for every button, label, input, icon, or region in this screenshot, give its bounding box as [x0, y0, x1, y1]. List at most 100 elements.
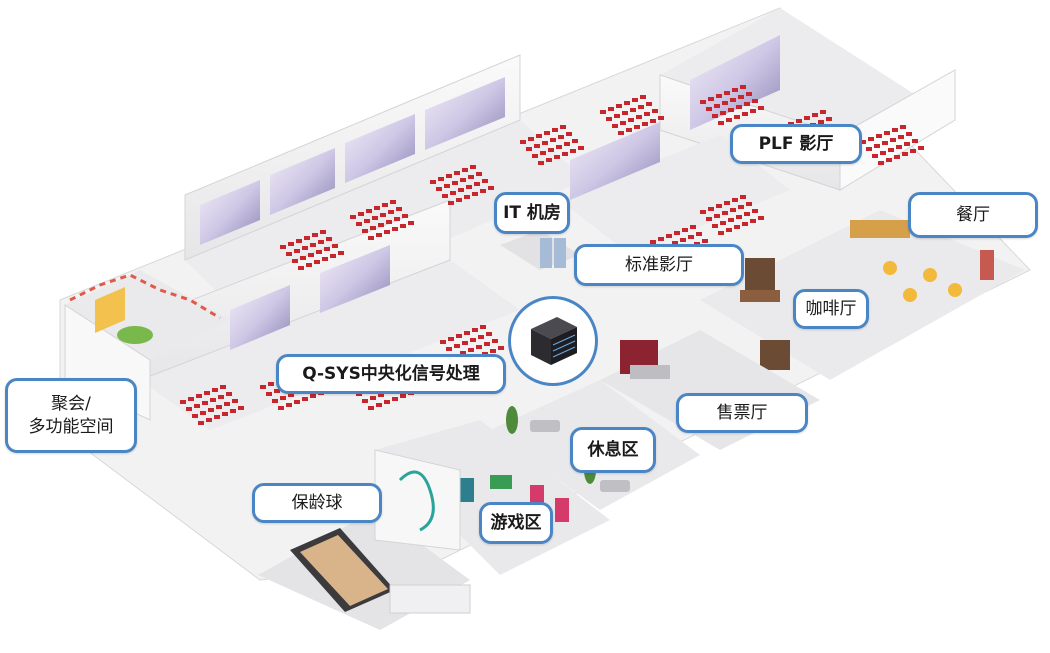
seat	[720, 221, 726, 225]
seat	[722, 101, 728, 105]
seat	[332, 244, 338, 248]
seat	[624, 101, 630, 105]
seat	[452, 181, 458, 185]
seat	[272, 399, 278, 403]
seat	[392, 397, 398, 401]
seat	[472, 328, 478, 332]
seat	[280, 245, 286, 249]
seat	[796, 119, 802, 123]
seat	[898, 135, 904, 139]
seat	[750, 219, 756, 223]
seat	[896, 145, 902, 149]
q-sys-core-node	[508, 296, 598, 386]
seat	[384, 230, 390, 234]
seat	[458, 188, 464, 192]
seat	[616, 104, 622, 108]
seat	[280, 396, 286, 400]
seat	[636, 115, 642, 119]
seat	[910, 149, 916, 153]
seat	[726, 118, 732, 122]
seat	[358, 212, 364, 216]
seat	[382, 203, 388, 207]
seat	[198, 421, 204, 425]
seat	[310, 243, 316, 247]
label-plf-cinema-text: PLF 影厅	[758, 133, 834, 154]
seat	[558, 135, 564, 139]
seat	[376, 233, 382, 237]
seat	[486, 332, 492, 336]
seat	[392, 227, 398, 231]
seat	[700, 210, 706, 214]
seat	[386, 220, 392, 224]
seat	[460, 178, 466, 182]
label-standard-cinema: 标准影厅	[574, 244, 744, 286]
seat	[400, 394, 406, 398]
seat	[470, 165, 476, 169]
label-ticket-office-text: 售票厅	[716, 402, 768, 423]
seat	[880, 151, 886, 155]
seat	[736, 215, 742, 219]
seat	[448, 337, 454, 341]
seat	[478, 335, 484, 339]
seat	[214, 415, 220, 419]
seat	[296, 239, 302, 243]
seat	[682, 228, 688, 232]
seat	[394, 217, 400, 221]
seat	[390, 200, 396, 204]
seat	[714, 214, 720, 218]
seat	[536, 134, 542, 138]
seat	[740, 195, 746, 199]
seat	[216, 405, 222, 409]
seat	[362, 399, 368, 403]
seat	[450, 191, 456, 195]
seat	[744, 102, 750, 106]
seat	[288, 242, 294, 246]
seat	[626, 128, 632, 132]
seat	[758, 216, 764, 220]
seat	[600, 110, 606, 114]
seat	[206, 418, 212, 422]
seat	[622, 111, 628, 115]
seat	[224, 402, 230, 406]
seat	[488, 186, 494, 190]
seat	[706, 107, 712, 111]
seat	[718, 231, 724, 235]
seat	[818, 120, 824, 124]
seat	[866, 147, 872, 151]
seat	[708, 207, 714, 211]
seat	[742, 222, 748, 226]
seat	[820, 110, 826, 114]
label-ticket-office: 售票厅	[676, 393, 808, 433]
seat	[640, 95, 646, 99]
seat	[456, 334, 462, 338]
seat	[368, 406, 374, 410]
seat	[812, 113, 818, 117]
seat	[316, 250, 322, 254]
label-standard-cinema-text: 标准影厅	[625, 254, 693, 275]
seat	[650, 119, 656, 123]
label-lounge-text: 休息区	[587, 439, 639, 460]
seat	[476, 172, 482, 176]
seat	[326, 237, 332, 241]
seat	[918, 146, 924, 150]
server-rack-icon	[531, 317, 577, 365]
it-room-zone	[500, 230, 580, 270]
seat	[232, 399, 238, 403]
seat	[534, 144, 540, 148]
seat	[746, 202, 752, 206]
seat	[642, 122, 648, 126]
seat	[674, 231, 680, 235]
seat	[722, 211, 728, 215]
seat	[468, 348, 474, 352]
seat	[744, 212, 750, 216]
seat	[546, 158, 552, 162]
seat	[884, 131, 890, 135]
seat	[608, 107, 614, 111]
seat	[746, 92, 752, 96]
seat	[210, 398, 216, 402]
seat	[540, 151, 546, 155]
seat	[448, 201, 454, 205]
seat	[356, 392, 362, 396]
label-plf-cinema: PLF 影厅	[730, 124, 862, 164]
label-game-area: 游戏区	[479, 502, 553, 544]
